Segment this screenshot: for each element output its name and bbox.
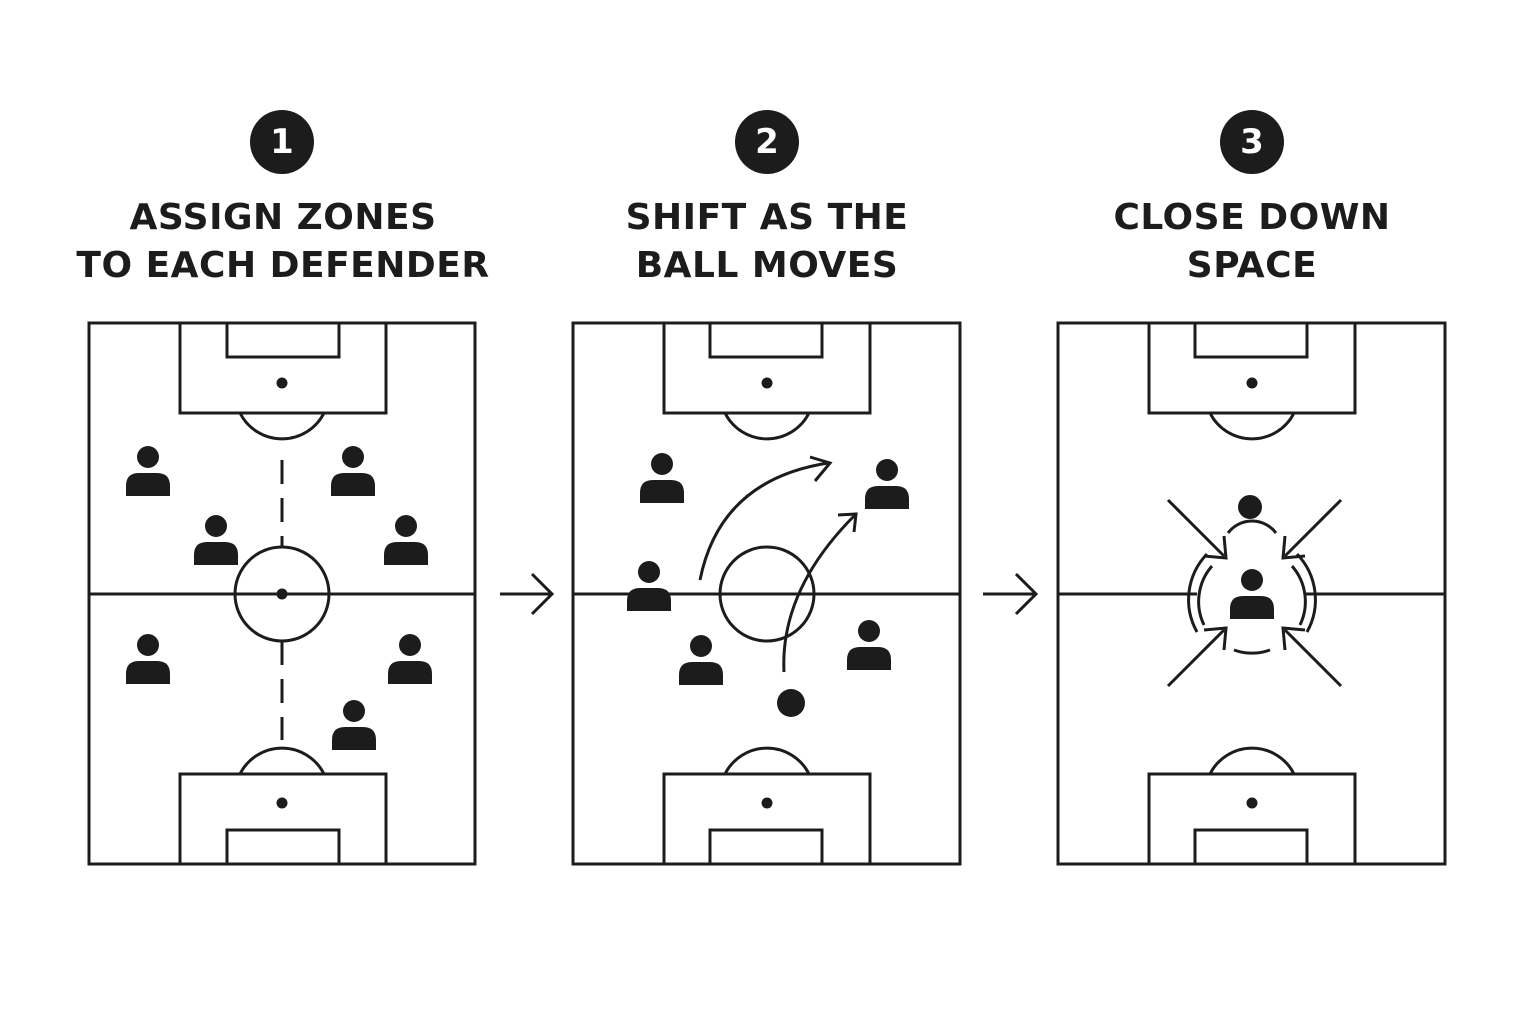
step-3-badge: 3 bbox=[1220, 110, 1284, 174]
player-icon bbox=[388, 634, 432, 684]
step-3-title: CLOSE DOWN SPACE bbox=[1012, 194, 1492, 290]
player-icon bbox=[627, 561, 671, 611]
step-2-badge: 2 bbox=[735, 110, 799, 174]
player-icon bbox=[126, 446, 170, 496]
player-icon bbox=[332, 700, 376, 750]
player-icon bbox=[1238, 495, 1262, 519]
pitch-1 bbox=[87, 321, 477, 866]
step-1-title-line-1: ASSIGN ZONES bbox=[129, 197, 437, 238]
pitch-3-players bbox=[1230, 495, 1274, 619]
step-3-title-line-2: SPACE bbox=[1186, 245, 1318, 286]
right-arrow-icon bbox=[500, 572, 555, 616]
step-2-title-line-1: SHIFT AS THE bbox=[625, 197, 909, 238]
step-1-badge: 1 bbox=[250, 110, 314, 174]
player-icon bbox=[640, 453, 684, 503]
pressure-ring bbox=[1187, 519, 1317, 655]
step-1-title-line-2: TO EACH DEFENDER bbox=[76, 245, 490, 286]
zone-lines bbox=[280, 410, 477, 864]
player-icon bbox=[194, 515, 238, 565]
step-3-title-line-1: CLOSE DOWN bbox=[1113, 197, 1391, 238]
player-icon bbox=[847, 620, 891, 670]
player-icon bbox=[331, 446, 375, 496]
player-icon bbox=[679, 635, 723, 685]
pitch-2-players bbox=[627, 453, 909, 717]
player-icon bbox=[384, 515, 428, 565]
right-arrow-icon bbox=[983, 572, 1039, 616]
ball-icon bbox=[777, 689, 805, 717]
player-icon bbox=[1230, 569, 1274, 619]
converging-arrows bbox=[1166, 498, 1343, 688]
pitch-3 bbox=[1056, 321, 1447, 866]
step-1-title: ASSIGN ZONES TO EACH DEFENDER bbox=[43, 194, 523, 290]
center-circle bbox=[718, 545, 816, 643]
player-icon bbox=[126, 634, 170, 684]
center-spot bbox=[276, 588, 288, 600]
shift-arrows bbox=[698, 455, 858, 673]
step-2-title-line-2: BALL MOVES bbox=[635, 245, 899, 286]
player-icon bbox=[865, 459, 909, 509]
step-2-title: SHIFT AS THE BALL MOVES bbox=[527, 194, 1007, 290]
